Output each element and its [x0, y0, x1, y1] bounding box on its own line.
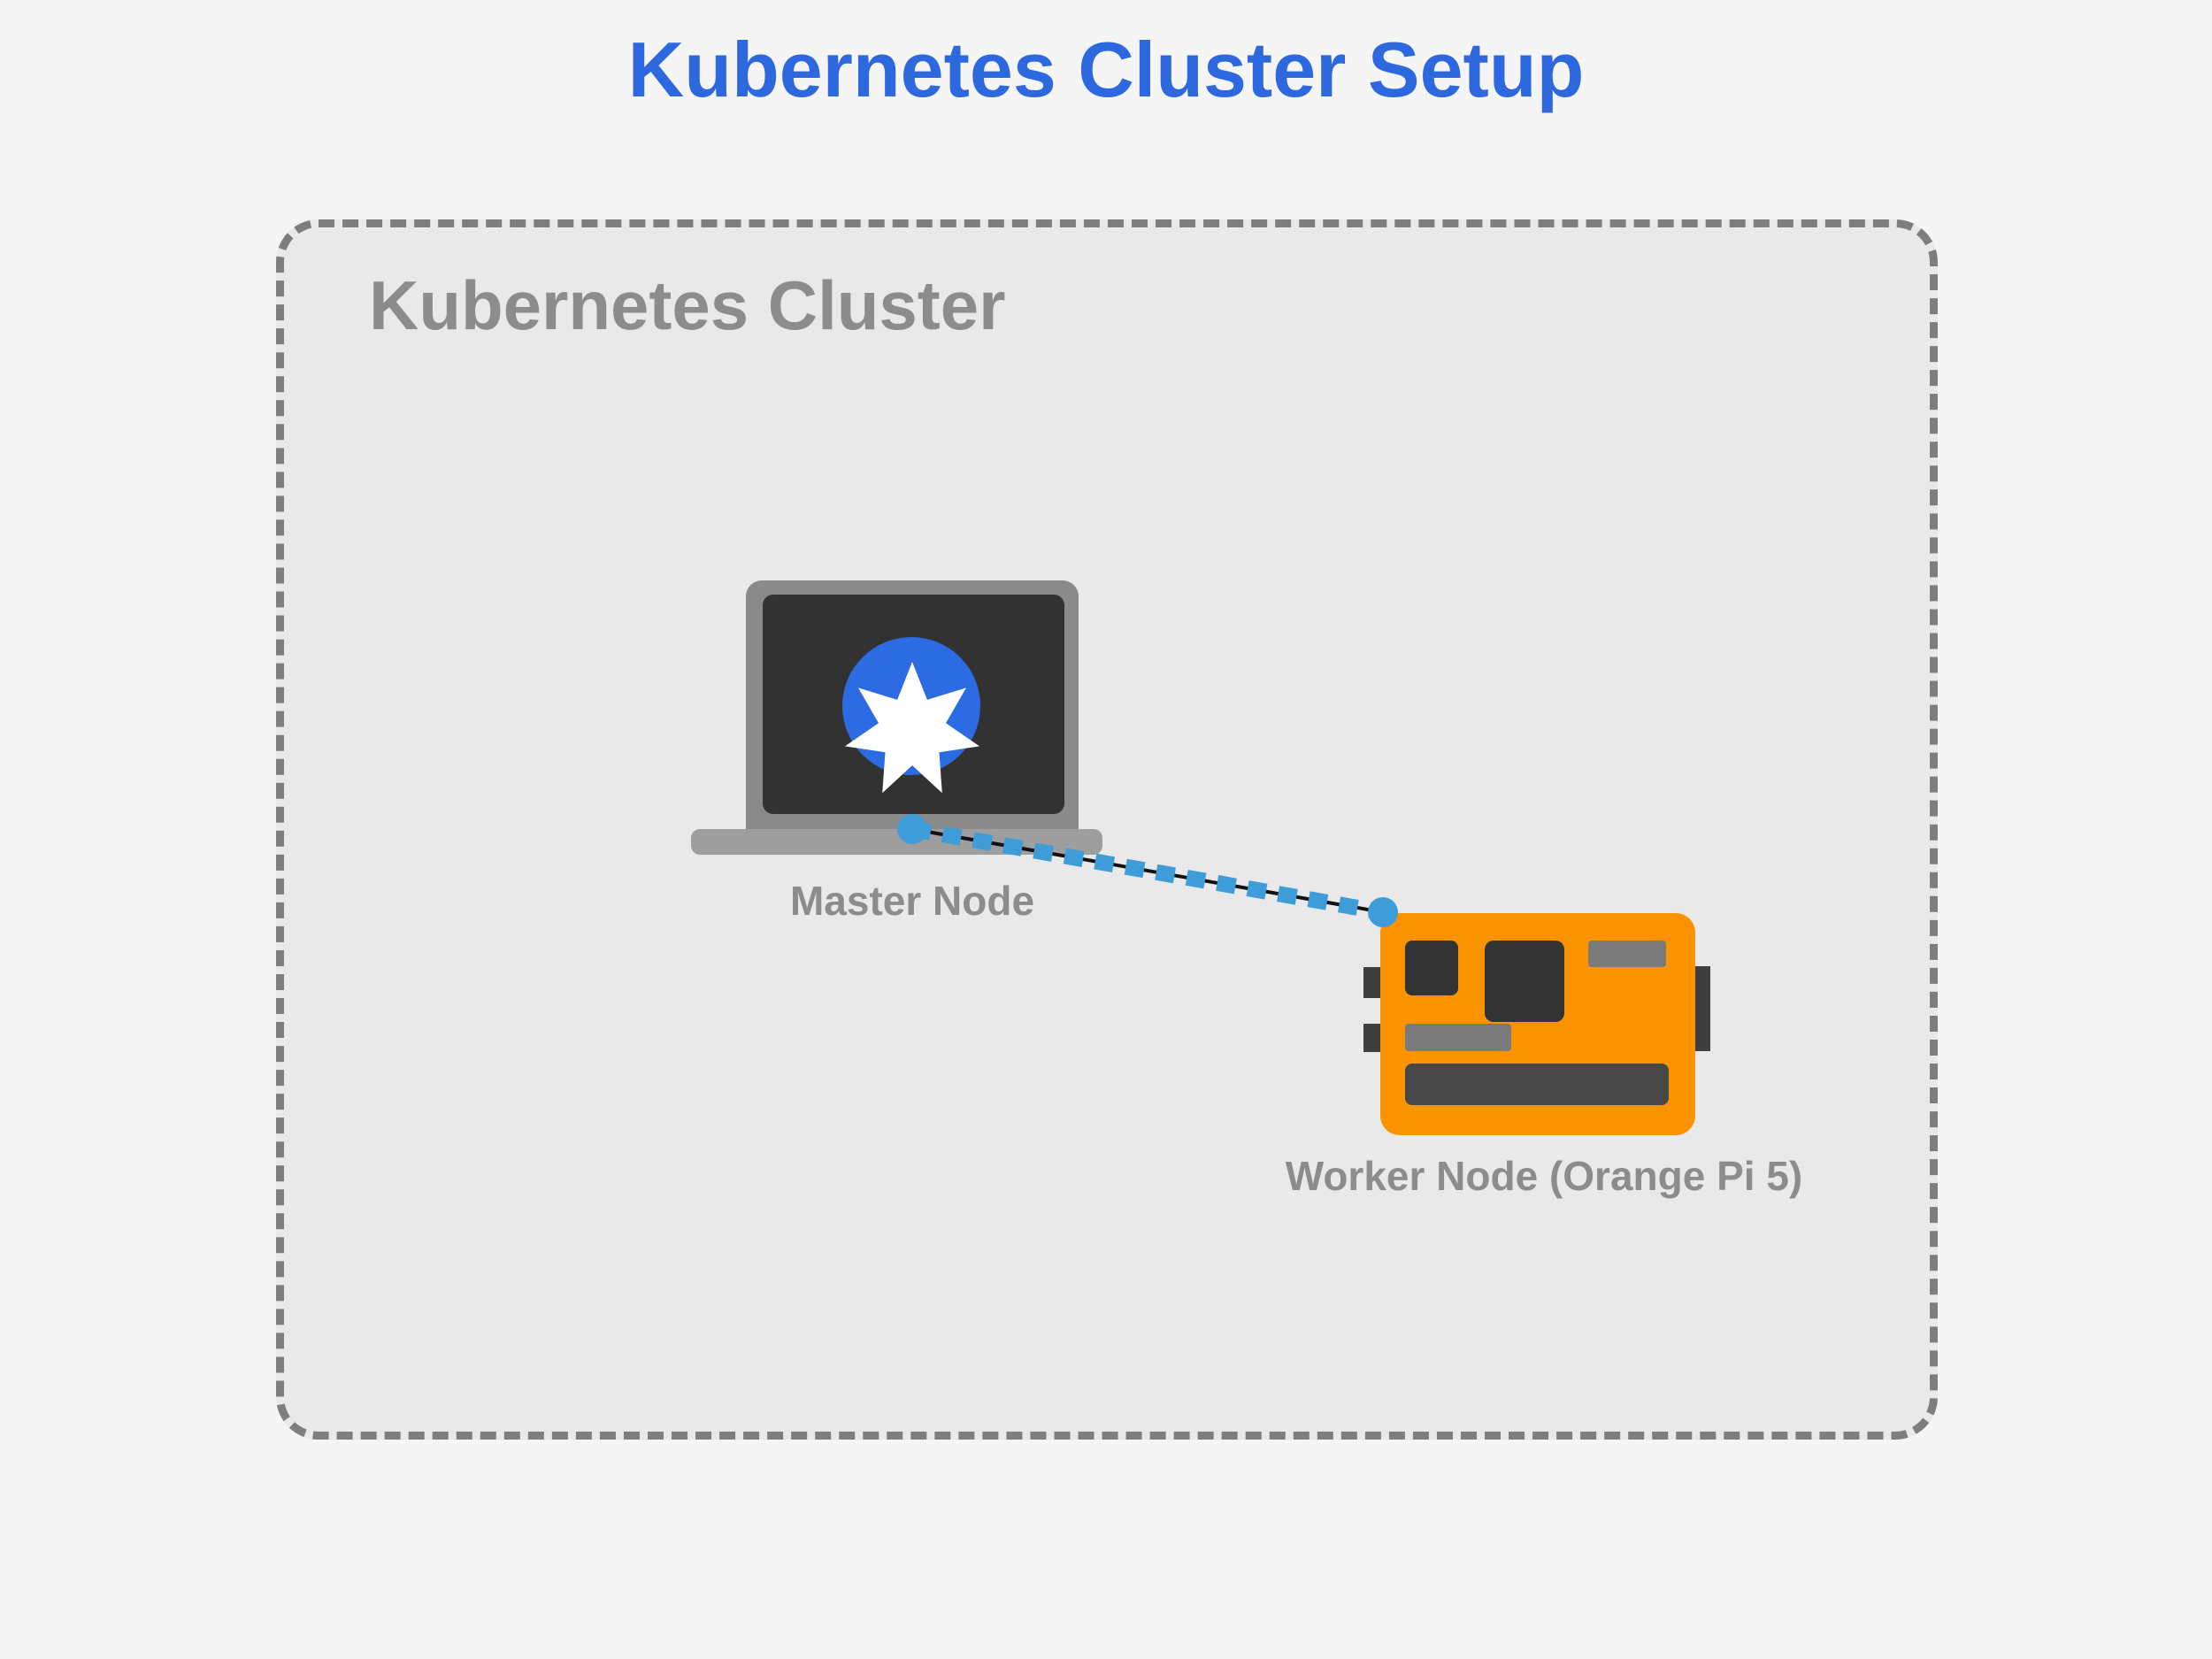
- laptop-base: [691, 829, 1102, 855]
- board-left-connector-icon: [1363, 967, 1381, 998]
- board-soc-chip-icon: [1485, 941, 1564, 1022]
- page-title: Kubernetes Cluster Setup: [627, 26, 1585, 113]
- board-gpio-header-icon: [1405, 1064, 1669, 1105]
- laptop-screen: [763, 595, 1064, 814]
- board-port-strip-icon: [1405, 1024, 1511, 1051]
- board-right-connector-icon: [1694, 966, 1710, 1051]
- board-port-strip-icon: [1588, 941, 1666, 967]
- cluster-label: Kubernetes Cluster: [369, 266, 1006, 344]
- cluster-boundary: Kubernetes Cluster: [276, 219, 1938, 1440]
- board-chip-icon: [1405, 941, 1458, 995]
- master-node-label: Master Node: [789, 878, 1035, 924]
- board-left-connector-icon: [1363, 1024, 1381, 1052]
- worker-node-label: Worker Node (Orange Pi 5): [1285, 1153, 1803, 1199]
- kubernetes-logo-icon: [842, 637, 980, 794]
